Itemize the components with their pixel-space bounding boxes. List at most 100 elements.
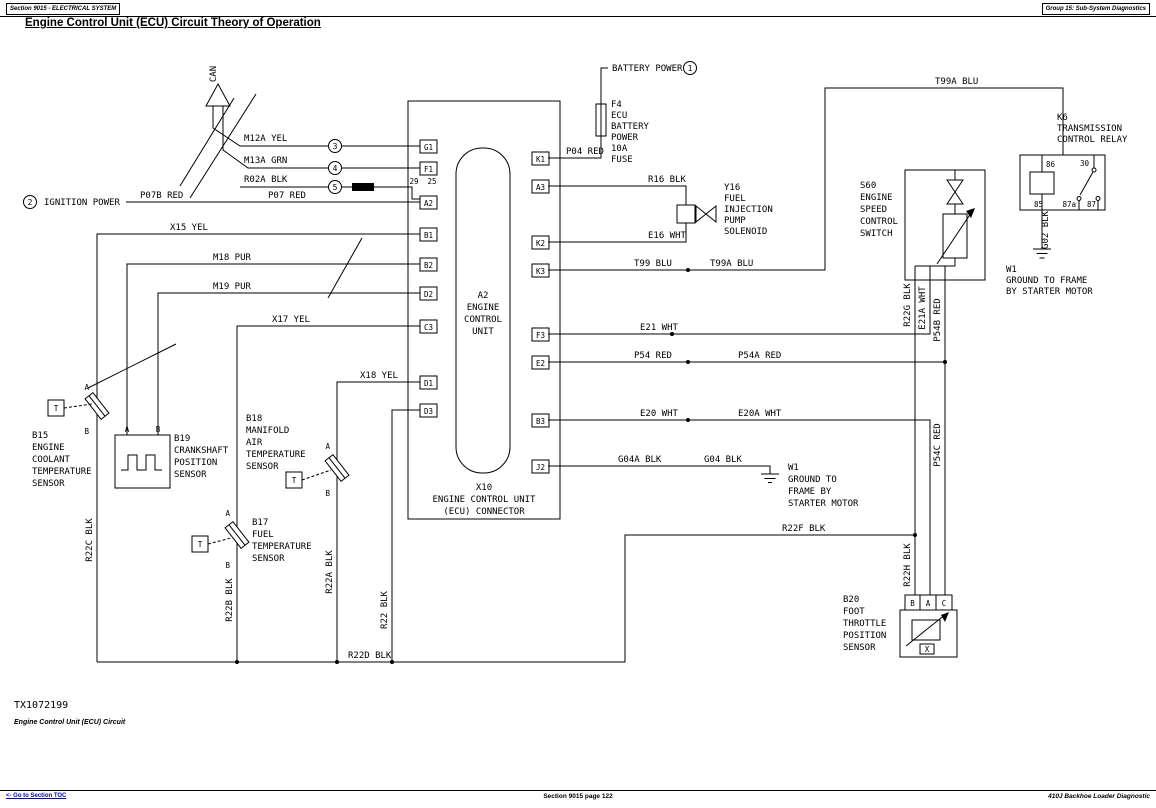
wire-label-t99a: T99A BLU	[710, 259, 753, 269]
callout-4-number: 4	[333, 164, 338, 173]
callout-4: 4	[328, 161, 342, 175]
wire-label-e20a: E20A WHT	[738, 409, 782, 419]
callout-5: 5	[328, 180, 342, 194]
y16-label-line-1: Y16	[724, 183, 740, 193]
wire-label-m18: M18 PUR	[213, 253, 252, 263]
harness-slash-2	[327, 237, 363, 299]
wire-x15-r22c	[96, 233, 420, 662]
header-group-label: Group 15: Sub-System Diagnostics	[1041, 3, 1150, 15]
footer-toc-link[interactable]: <- Go to Section TOC	[6, 793, 67, 799]
can-label: CAN	[209, 66, 219, 82]
b18-pin-b: B	[325, 489, 330, 498]
harness-slash-1	[87, 343, 177, 389]
b20-pin-c: C	[942, 599, 947, 608]
w1-ecu-label-line-2: GROUND TO	[788, 475, 837, 485]
wiring-left	[87, 183, 420, 662]
f4-label-line-1: F4	[611, 100, 622, 110]
wire-label-m12a: M12A YEL	[244, 134, 287, 144]
w1-relay-label-line-2: GROUND TO FRAME	[1006, 276, 1087, 286]
wire-label-g04a: G04A BLK	[618, 455, 662, 465]
sensor-b18: T A B	[285, 442, 350, 498]
ecu-pin-d1: D1	[424, 379, 433, 388]
wire-label-r22g: R22G BLK	[903, 283, 913, 327]
callout-1-number: 1	[688, 64, 693, 73]
sensor-b19: A B	[114, 425, 171, 489]
ecu-pin-g1: G1	[424, 143, 433, 152]
b15-label-line-4: TEMPERATURE	[32, 467, 92, 477]
ecu-line-3: CONTROL	[464, 315, 502, 325]
relay-k6: 86 30 85 87a 87	[1019, 154, 1106, 259]
can-bus-symbol: CAN	[179, 66, 420, 199]
k6-pin-86: 86	[1046, 160, 1056, 169]
f4-label-line-5: 10A	[611, 144, 628, 154]
ecu-pin-k2: K2	[536, 239, 545, 248]
ecu-pin-b1: B1	[424, 231, 433, 240]
sensor-b15: T A B	[47, 383, 110, 436]
w1-ecu-label-line-3: FRAME BY	[788, 487, 832, 497]
ecu-connector-line-2: ENGINE CONTROL UNIT	[433, 495, 537, 505]
w1-relay-label-line-1: W1	[1006, 265, 1017, 275]
b17-t-symbol: T	[198, 540, 203, 549]
wire-label-r22c: R22C BLK	[85, 518, 95, 562]
s60-label-line-4: CONTROL	[860, 217, 898, 227]
wire-r22	[391, 409, 420, 662]
wire-g04	[548, 465, 771, 474]
wire-label-p54c: P54C RED	[933, 423, 943, 466]
ecu-pins-left: G1 F1 A2 B1 B2 D2 C3 D1 D3	[419, 139, 438, 418]
callout-3: 3	[328, 139, 342, 153]
wire-label-p07: P07 RED	[268, 191, 306, 201]
ecu-cavity-29: 29	[409, 177, 418, 186]
wire-label-t99a-top: T99A BLU	[935, 77, 978, 87]
b20-label-line-4: POSITION	[843, 631, 886, 641]
b17-pin-a: A	[225, 509, 230, 518]
footer-rule	[0, 790, 1156, 791]
wire-label-r22h: R22H BLK	[903, 543, 913, 587]
ecu-cavity-25: 25	[427, 177, 436, 186]
b17-label-line-1: B17	[252, 518, 268, 528]
ecu-pin-d2: D2	[424, 290, 433, 299]
y16-label-line-2: FUEL	[724, 194, 746, 204]
b20-pin-b: B	[910, 599, 915, 608]
ecu-line-2: ENGINE	[467, 303, 500, 313]
b19-label-line-2: CRANKSHAFT	[174, 446, 229, 456]
wire-label-r16: R16 BLK	[648, 175, 687, 185]
b15-pin-a: A	[84, 383, 89, 392]
ecu-pin-k1: K1	[536, 155, 545, 164]
b20-pin-a: A	[926, 599, 931, 608]
ecu-pin-a2: A2	[424, 199, 433, 208]
wire-e21-e21a	[548, 280, 931, 335]
f4-label-line-6: FUSE	[611, 155, 633, 165]
callout-2-number: 2	[28, 198, 33, 207]
b15-pin-b: B	[84, 427, 89, 436]
b19-pin-a: A	[125, 425, 130, 434]
footer-page-number: Section 9015 page 122	[543, 793, 613, 800]
ecu-pin-b3: B3	[536, 417, 545, 426]
wire-label-p54a: P54A RED	[738, 351, 781, 361]
ecu-connector-line-3: (ECU) CONNECTOR	[443, 507, 525, 517]
junction-t99	[686, 268, 690, 272]
ecu-connector: A2 ENGINE CONTROL UNIT X10 ENGINE CONTRO…	[407, 100, 561, 520]
ignition-power-label: IGNITION POWER	[44, 198, 120, 208]
w1-relay-label-line-3: BY STARTER MOTOR	[1006, 287, 1093, 297]
ecu-pins-right: K1 A3 K2 K3 F3 E2 B3 J2	[531, 151, 550, 474]
wire-label-e20: E20 WHT	[640, 409, 679, 419]
ecu-pin-j2: J2	[536, 463, 545, 472]
f4-label-line-4: POWER	[611, 133, 639, 143]
wire-x18-r22a	[336, 381, 420, 662]
ecu-name: A2	[478, 291, 489, 301]
b18-pin-a: A	[325, 442, 330, 451]
b19-label-line-1: B19	[174, 434, 190, 444]
wire-t99	[548, 87, 1064, 271]
b15-t-symbol: T	[54, 404, 59, 413]
ecu-pin-c3: C3	[424, 323, 433, 332]
battery-power-label: BATTERY POWER	[612, 64, 683, 74]
b15-label-line-1: B15	[32, 431, 48, 441]
b19-label-line-3: POSITION	[174, 458, 217, 468]
ground-symbol-relay	[1033, 248, 1051, 259]
figure-code: TX1072199	[14, 700, 69, 711]
b18-label-line-3: AIR	[246, 438, 263, 448]
wire-label-m13a: M13A GRN	[244, 156, 287, 166]
wire-label-p54b: P54B RED	[933, 298, 943, 341]
callout-2: 2	[23, 195, 37, 209]
